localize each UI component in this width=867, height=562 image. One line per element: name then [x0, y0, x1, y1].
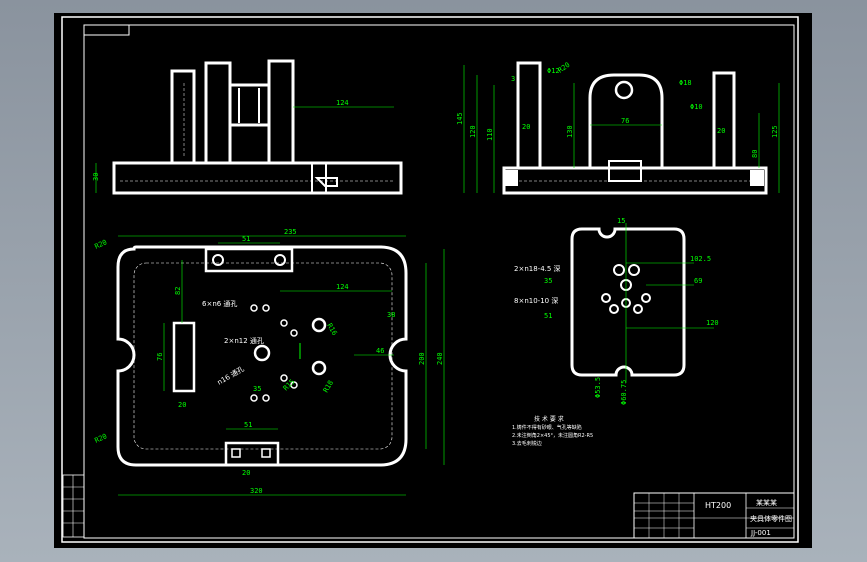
dim-51-top: 51 — [242, 235, 250, 243]
dim-235: 235 — [284, 228, 297, 236]
tech-req-title: 技 术 要 求 — [534, 415, 564, 423]
revision-table — [62, 474, 85, 538]
dim-15: 15 — [617, 217, 625, 225]
material-label: HT200 — [705, 501, 731, 510]
inner-frame — [83, 24, 795, 539]
dim-46: 46 — [376, 347, 384, 355]
dim-20-side-b: 20 — [717, 127, 725, 135]
dim-124-plan: 124 — [336, 283, 349, 291]
drawing-name: 夹具体零件图 — [750, 514, 792, 523]
dim-3: 3 — [511, 75, 515, 83]
dim-51-bottom-view: 51 — [544, 312, 552, 320]
dim-76-plan: 76 — [156, 353, 164, 361]
note-tap-holes-1: 2×n18-4.5 深 — [514, 264, 561, 273]
note-tap-holes-2: 8×n10-10 深 — [514, 296, 558, 305]
dim-r15: R15 — [282, 378, 297, 393]
dim-145: 145 — [456, 112, 464, 125]
dim-r18: R18 — [322, 379, 335, 394]
dim-120-bottom: 120 — [706, 319, 719, 327]
note-16-hole: n16 通孔 — [216, 364, 246, 387]
dim-phi18: Φ18 — [679, 79, 692, 87]
dim-phi12: Φ12 — [547, 67, 560, 75]
side-view[interactable]: R20 Φ12 Φ18 Φ10 145 120 110 130 76 20 20… — [456, 61, 780, 195]
dim-35-bottom: 35 — [544, 277, 552, 285]
dim-82: 82 — [174, 287, 182, 295]
dim-60-75: Φ60.75 — [620, 380, 628, 405]
dim-124-front: 124 — [336, 99, 349, 107]
drawing-number: JJ-001 — [750, 529, 771, 537]
front-view[interactable]: 124 30 — [92, 59, 403, 195]
note-6-holes: 6×n6 通孔 — [202, 299, 237, 308]
dim-110: 110 — [486, 128, 494, 141]
dim-30-front: 30 — [92, 173, 100, 181]
dim-80: 80 — [751, 150, 759, 158]
corner-box — [83, 24, 130, 36]
title-block[interactable]: HT200 某某某 夹具体零件图 JJ-001 — [633, 492, 795, 539]
dim-320: 320 — [250, 487, 263, 495]
dim-r20-plan-b: R20 — [93, 432, 108, 445]
dim-120-side: 120 — [469, 125, 477, 138]
dim-240: 240 — [436, 352, 444, 365]
dim-51-bottom: 51 — [244, 421, 252, 429]
dim-125: 125 — [771, 125, 779, 138]
dim-69: 69 — [694, 277, 702, 285]
dim-r20-plan-a: R20 — [93, 238, 108, 251]
dim-38: 38 — [387, 311, 395, 319]
school-label: 某某某 — [756, 499, 777, 507]
note-12-holes: 2×n12 通孔 — [224, 336, 264, 345]
dim-53-5: Φ53.5 — [594, 377, 602, 398]
outer-frame — [61, 16, 799, 543]
dim-phi10: Φ10 — [690, 103, 703, 111]
dim-r16: R16 — [325, 322, 338, 337]
drawing-canvas[interactable]: 124 30 R20 Φ12 Φ18 Φ10 — [54, 13, 812, 548]
dim-102-5: 102.5 — [690, 255, 711, 263]
dim-76-side: 76 — [621, 117, 629, 125]
dim-35-plan: 35 — [253, 385, 261, 393]
tech-req-line-2: 2.未注倒角2×45°，未注圆角R2-R5 — [512, 432, 593, 439]
dim-20-plan-a: 20 — [178, 401, 186, 409]
dim-130: 130 — [566, 125, 574, 138]
technical-requirements: 技 术 要 求 1.铸件不得有砂眼、气孔等缺陷 2.未注倒角2×45°，未注圆角… — [512, 415, 593, 447]
dim-20-side-a: 20 — [522, 123, 530, 131]
bottom-view[interactable]: 102.5 69 35 51 120 15 Φ53.5 Φ60.75 2×n18… — [514, 217, 719, 405]
dim-20-plan-b: 20 — [242, 469, 250, 477]
plan-view[interactable]: 235 R20 51 82 124 38 240 200 76 46 20 51 — [93, 228, 445, 496]
dim-200: 200 — [418, 352, 426, 365]
tech-req-line-1: 1.铸件不得有砂眼、气孔等缺陷 — [512, 424, 582, 431]
tech-req-line-3: 3.去毛刺锐边 — [512, 440, 542, 447]
drawing-sheet[interactable]: 124 30 R20 Φ12 Φ18 Φ10 — [54, 13, 812, 548]
